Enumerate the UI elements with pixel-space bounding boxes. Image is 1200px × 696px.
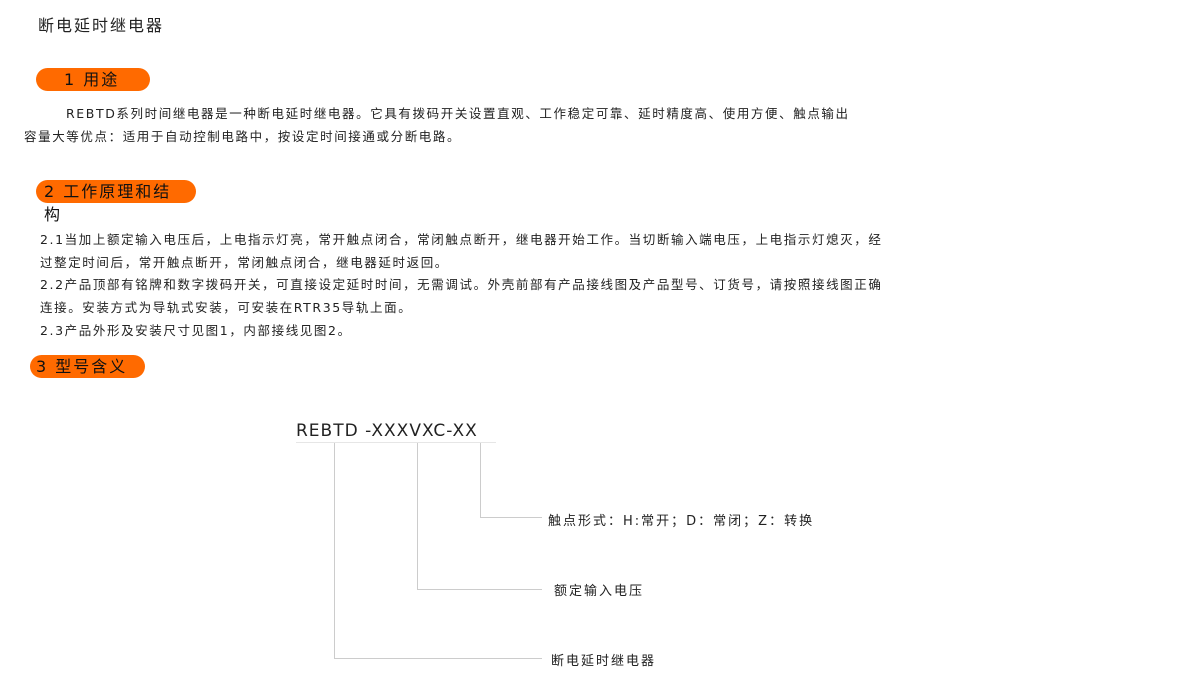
connector-line (480, 517, 542, 518)
connector-line (417, 589, 542, 590)
contact-type-label: 触点形式：H:常开；D：常闭；Z：转换 (548, 514, 815, 529)
paragraph-line: 容量大等优点：适用于自动控制电路中，按设定时间接通或分断电路。 (24, 129, 462, 144)
connector-line (334, 443, 335, 658)
paragraph-line: REBTD系列时间继电器是一种断电延时继电器。它具有拨码开关设置直观、工作稳定可… (66, 106, 850, 121)
connector-line (480, 443, 481, 517)
relay-type-label: 断电延时继电器 (551, 654, 657, 669)
paragraph-line: 2.3产品外形及安装尺寸见图1，内部接线见图2。 (40, 323, 352, 338)
paragraph-line: 连接。安装方式为导轨式安装，可安装在RTR35导轨上面。 (40, 300, 413, 315)
section-heading-model: 3 型号含义 (30, 355, 145, 378)
model-underline (296, 442, 496, 443)
connector-line (417, 443, 418, 589)
model-code: REBTD -XXXVXC-XX (296, 421, 478, 441)
rated-voltage-label: 额定输入电压 (554, 584, 645, 599)
section-heading-principle: 2 工作原理和结构 (36, 180, 196, 224)
section-heading-usage: 1 用途 (36, 68, 150, 91)
page-title: 断电延时继电器 (38, 16, 165, 35)
paragraph-line: 2.2产品顶部有铭牌和数字拨码开关，可直接设定延时时间，无需调试。外壳前部有产品… (40, 277, 883, 292)
paragraph-line: 过整定时间后，常开触点断开，常闭触点闭合，继电器延时返回。 (40, 255, 449, 270)
paragraph-line: 2.1当加上额定输入电压后，上电指示灯亮，常开触点闭合，常闭触点断开，继电器开始… (40, 232, 883, 247)
connector-line (334, 658, 542, 659)
